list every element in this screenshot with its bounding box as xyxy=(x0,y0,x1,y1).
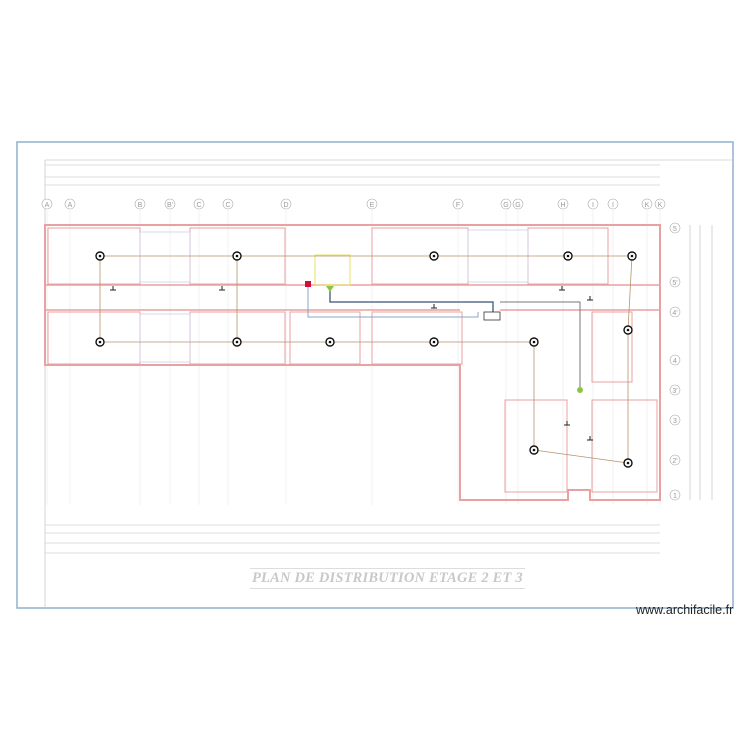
watermark: www.archifacile.fr xyxy=(636,603,734,617)
light-fixture-icon xyxy=(235,254,239,258)
grid-label: 4 xyxy=(673,358,677,365)
grid-bubble xyxy=(607,198,619,210)
light-fixture-icon xyxy=(98,254,102,258)
grid-bubble xyxy=(557,198,569,210)
grid-bubble xyxy=(193,198,205,210)
switch-icon xyxy=(431,304,437,309)
grid-label: E xyxy=(370,202,375,209)
light-fixture-icon xyxy=(532,448,536,452)
light-fixture-icon xyxy=(432,254,436,258)
grid-bubble xyxy=(280,198,292,210)
light-fixture-icon xyxy=(532,340,536,344)
room xyxy=(47,311,141,365)
electrical-panel xyxy=(305,281,311,287)
light-fixture-icon xyxy=(98,340,102,344)
grid-label: D xyxy=(283,202,288,209)
grid-label: I xyxy=(592,202,594,209)
grid-bubble xyxy=(164,198,176,210)
grid-bubble xyxy=(669,454,681,466)
grid-label: F xyxy=(456,202,460,209)
room xyxy=(504,399,568,493)
feeder-cable xyxy=(329,288,494,315)
grid-label: B' xyxy=(167,202,173,209)
grid-label: A xyxy=(68,202,73,209)
grid-bubble xyxy=(134,198,146,210)
grid-label: G xyxy=(503,202,508,209)
grid-bubble xyxy=(654,198,666,210)
grid-label: 3 xyxy=(673,418,677,425)
light-fixture-icon xyxy=(328,340,332,344)
room xyxy=(289,311,361,365)
room xyxy=(591,311,633,383)
light-fixture-icon xyxy=(235,340,239,344)
switch-icon xyxy=(219,286,225,291)
bathroom xyxy=(139,231,191,283)
grid-bubble xyxy=(669,306,681,318)
switch-icon xyxy=(110,286,116,291)
grid-label: C xyxy=(225,202,230,209)
light-fixture-icon xyxy=(626,461,630,465)
grid-bubble xyxy=(669,384,681,396)
light-fixture-icon xyxy=(626,328,630,332)
grid-label: A xyxy=(45,202,50,209)
room xyxy=(591,399,658,493)
wire xyxy=(627,255,633,331)
light-fixture-icon xyxy=(432,340,436,344)
grid-label: H xyxy=(560,202,565,209)
stair-core xyxy=(314,254,351,286)
bathroom xyxy=(314,254,351,286)
grid-label: I xyxy=(612,202,614,209)
room xyxy=(371,311,463,365)
grid-bubble xyxy=(366,198,378,210)
exterior-wall xyxy=(44,224,661,501)
grid-label: 3' xyxy=(672,388,677,395)
grid-label: C xyxy=(196,202,201,209)
sheet-frame xyxy=(16,141,734,609)
corridor-wall xyxy=(45,284,660,311)
grid-label: 5' xyxy=(672,280,677,287)
grid-label: B xyxy=(138,202,143,209)
light-fixture-icon xyxy=(566,254,570,258)
grid-label: 5 xyxy=(673,226,677,233)
grid-label: 1 xyxy=(673,493,677,500)
grid-label: 4' xyxy=(672,310,677,317)
grid-bubble xyxy=(222,198,234,210)
grid-bubble xyxy=(669,222,681,234)
grid-bubble xyxy=(669,489,681,501)
switch-icon xyxy=(587,436,593,441)
feeder-cable xyxy=(307,284,479,318)
grid-label: 2' xyxy=(672,458,677,465)
grid-bubble xyxy=(669,354,681,366)
bathroom xyxy=(139,313,191,363)
junction-marker xyxy=(577,387,583,393)
grid-label: K xyxy=(658,202,663,209)
light-fixture-icon xyxy=(630,254,634,258)
grid-bubble xyxy=(452,198,464,210)
wire xyxy=(533,449,629,464)
switch-icon xyxy=(587,296,593,301)
grid-label: K xyxy=(645,202,650,209)
grid-bubble xyxy=(669,276,681,288)
grid-bubble xyxy=(500,198,512,210)
feeder-cable xyxy=(500,301,581,388)
grid-bubble xyxy=(512,198,524,210)
drawing-title: PLAN DE DISTRIBUTION ETAGE 2 ET 3 xyxy=(250,568,525,589)
junction-marker xyxy=(326,286,334,292)
switch-icon xyxy=(564,421,570,426)
grid-label: G xyxy=(515,202,520,209)
grid-bubble xyxy=(587,198,599,210)
grid-bubble xyxy=(641,198,653,210)
switch-icon xyxy=(559,286,565,291)
grid-bubble xyxy=(41,198,53,210)
distribution-box xyxy=(483,311,501,321)
grid-bubble xyxy=(669,414,681,426)
grid-bubble xyxy=(64,198,76,210)
